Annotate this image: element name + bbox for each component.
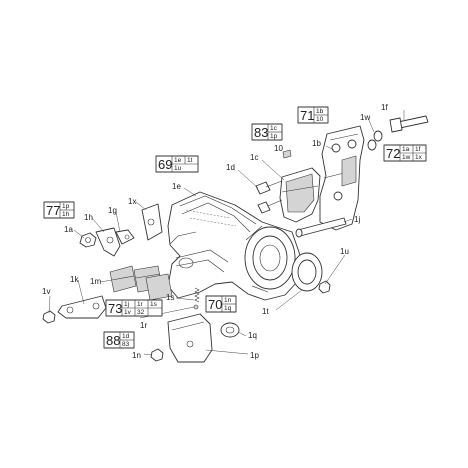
ref-box-73-sub-5: 32 bbox=[137, 309, 145, 316]
ref-box-73-sub-2: 1r bbox=[137, 301, 144, 308]
washer-1w bbox=[373, 130, 383, 142]
nut-1v bbox=[42, 310, 56, 324]
link-arm bbox=[57, 295, 107, 319]
ref-box-72-sub-2: 1f bbox=[415, 146, 421, 153]
ref-box-71-number: 71 bbox=[300, 108, 314, 123]
cover-plate bbox=[167, 313, 213, 363]
ref-box-77-sub-1: 1p bbox=[62, 203, 70, 210]
callout-labels: 1f 1w 1b 10 1c 1d 1e 1x 1g 1h 1a 1j 1u 1… bbox=[42, 103, 388, 360]
ref-box-77-sub-2: 1h bbox=[62, 211, 70, 218]
bracket-plate-1x bbox=[141, 203, 163, 241]
ref-box-83-sub-1: 1c bbox=[270, 125, 278, 132]
callout-1c: 1c bbox=[250, 153, 258, 162]
callout-1a: 1a bbox=[64, 225, 73, 234]
ref-box-70-sub-1: 1n bbox=[224, 297, 232, 304]
ref-box-71-sub-2: 10 bbox=[316, 116, 324, 123]
bolt-1d bbox=[255, 181, 271, 195]
ref-box-83-number: 83 bbox=[254, 125, 268, 140]
part-drawings bbox=[42, 115, 429, 363]
ref-box-73-number: 73 bbox=[108, 301, 122, 316]
bushing-1q bbox=[220, 322, 240, 338]
reference-boxes: 71 1b 10 83 1c 1p 69 1e 1t 1u bbox=[43, 106, 427, 349]
ref-box-69: 69 1e 1t 1u bbox=[155, 155, 199, 173]
ref-box-69-number: 69 bbox=[158, 157, 172, 172]
ref-box-69-sub-1: 1e bbox=[174, 157, 182, 164]
ref-box-70: 70 1n 1q bbox=[205, 295, 237, 313]
ref-box-70-sub-2: 1q bbox=[224, 305, 232, 312]
callout-1q: 1q bbox=[248, 331, 257, 340]
ref-box-69-sub-2: 1t bbox=[187, 157, 193, 164]
nut-1a bbox=[79, 232, 97, 248]
ref-box-72-sub-1: 1a bbox=[402, 146, 410, 153]
ref-box-88-number: 88 bbox=[106, 333, 120, 348]
lever-1h bbox=[95, 227, 121, 257]
ref-box-88-sub-1: 1d bbox=[122, 333, 130, 340]
callout-1r: 1r bbox=[140, 321, 147, 330]
callout-1w: 1w bbox=[360, 113, 370, 122]
ref-box-73: 73 1j 1r 1s 1v 32 bbox=[105, 299, 163, 317]
callout-1x: 1x bbox=[128, 197, 136, 206]
ref-box-71-sub-1: 1b bbox=[316, 108, 324, 115]
callout-1p: 1p bbox=[250, 351, 259, 360]
shaded-bracket-right bbox=[145, 273, 173, 301]
ref-box-77: 77 1p 1h bbox=[43, 201, 75, 219]
callout-10: 10 bbox=[274, 144, 283, 153]
nut-1n bbox=[150, 348, 164, 362]
ref-box-83-sub-2: 1p bbox=[270, 133, 278, 140]
callout-1v: 1v bbox=[42, 287, 50, 296]
ref-box-72-sub-3: 1w bbox=[402, 154, 411, 161]
ref-box-83: 83 1c 1p bbox=[251, 123, 283, 141]
callout-1j: 1j bbox=[354, 215, 360, 224]
spring-1s bbox=[194, 287, 200, 303]
bolt-1f bbox=[397, 115, 429, 129]
ref-box-70-number: 70 bbox=[208, 297, 222, 312]
callout-1g: 1g bbox=[108, 206, 117, 215]
callout-1d: 1d bbox=[226, 163, 235, 172]
callout-1h: 1h bbox=[84, 213, 93, 222]
callout-1u: 1u bbox=[340, 247, 349, 256]
ref-box-88-sub-2: 83 bbox=[122, 341, 130, 348]
callout-1t: 1t bbox=[262, 307, 269, 316]
ref-box-69-sub-3: 1u bbox=[174, 165, 182, 172]
ref-box-88: 88 1d 83 bbox=[103, 331, 135, 349]
ref-box-71: 71 1b 10 bbox=[297, 106, 329, 124]
callout-1n: 1n bbox=[132, 351, 141, 360]
callout-1s: 1s bbox=[166, 293, 174, 302]
small-part-10 bbox=[282, 149, 292, 159]
ref-box-72: 72 1a 1f 1w 1x bbox=[383, 144, 427, 162]
ref-box-73-sub-3: 1s bbox=[150, 301, 158, 308]
ref-box-72-number: 72 bbox=[386, 146, 400, 161]
ref-box-77-number: 77 bbox=[46, 203, 60, 218]
ref-box-73-sub-1: 1j bbox=[124, 301, 129, 308]
ref-box-73-sub-4: 1v bbox=[124, 309, 132, 316]
callout-1e: 1e bbox=[172, 182, 181, 191]
ref-box-72-sub-4: 1x bbox=[415, 154, 423, 161]
callout-1f: 1f bbox=[381, 103, 388, 112]
bracket-bore-inner bbox=[252, 235, 288, 281]
callout-1k: 1k bbox=[70, 275, 79, 284]
callout-1m: 1m bbox=[90, 277, 101, 286]
nut-1u bbox=[318, 280, 331, 294]
callout-1b: 1b bbox=[312, 139, 321, 148]
shaded-bracket-left bbox=[109, 265, 137, 293]
